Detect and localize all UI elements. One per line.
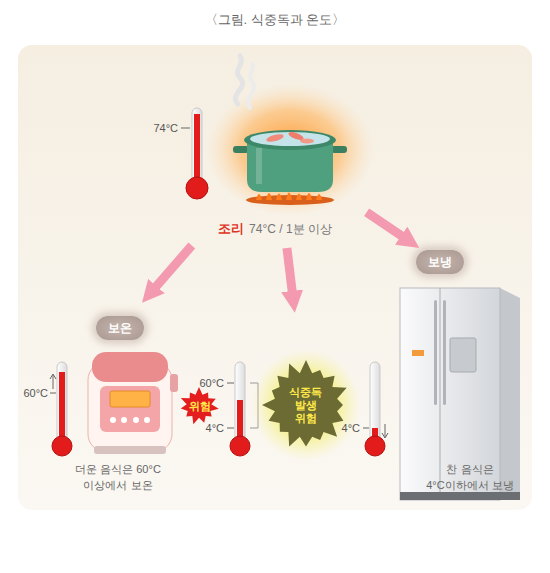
- warning-text: 식중독 발생 위험: [285, 386, 327, 425]
- cooking-step: 조리 74°C / 1분 이상: [190, 62, 360, 238]
- thermometer-fill: [59, 372, 65, 442]
- step-heading: 조리: [218, 222, 244, 235]
- burst-outline: [262, 360, 347, 447]
- flame: [306, 193, 312, 200]
- food-piece: [300, 139, 314, 144]
- temperature-label: 60°C: [16, 386, 48, 400]
- node-texts: 조리 74°C / 1분 이상: [190, 222, 360, 236]
- pot-handle: [233, 146, 249, 153]
- flame: [266, 193, 272, 200]
- tick-mark: [181, 128, 190, 129]
- storage-note: 찬 음식은 4°C이하에서 보냉: [420, 461, 520, 493]
- flame: [316, 194, 322, 200]
- node-texts: 식중독 발생 위험: [262, 360, 350, 450]
- thermometer-tube: [57, 362, 67, 442]
- tick-mark: [363, 428, 369, 429]
- temperature-label: 4°C: [192, 421, 224, 435]
- thermometer: [50, 362, 72, 456]
- temperature-label: 60°C: [192, 376, 224, 390]
- fridge-side: [500, 288, 520, 500]
- pot-highlight: [256, 148, 262, 184]
- cooker-display: [110, 391, 150, 407]
- cooker-button: [144, 417, 150, 423]
- thermometer-tube: [192, 108, 202, 184]
- up-arrow: [50, 374, 56, 389]
- refrigerator: [400, 288, 520, 500]
- cooker-button: [110, 417, 116, 423]
- keep-warm-badge: 보온: [96, 316, 144, 340]
- steam: [235, 56, 242, 104]
- pot-rim: [244, 130, 336, 150]
- cooker-handle: [170, 374, 178, 392]
- badge-label: 보온: [108, 322, 132, 335]
- door-handle: [434, 300, 437, 405]
- thermometer-bulb: [52, 436, 72, 456]
- flow-arrow: [152, 246, 192, 292]
- node-texts: 보온: [96, 316, 144, 340]
- badge-label: 보냉: [428, 256, 452, 269]
- thermometer-fill: [194, 114, 200, 184]
- thermometer: [363, 362, 388, 456]
- flow-arrow: [287, 248, 293, 298]
- storage-note: 더운 음식은 60°C 이상에서 보온: [58, 461, 178, 493]
- cooker-base: [94, 446, 166, 454]
- fridge-base: [400, 492, 520, 500]
- flame: [296, 194, 302, 201]
- temperature-label: 74°C: [140, 121, 178, 135]
- tick-mark: [227, 383, 234, 384]
- thermometer-bulb: [230, 436, 250, 456]
- cooking-pot: [206, 56, 374, 216]
- danger-zone-burst: 식중독 발생 위험: [262, 360, 350, 450]
- down-arrow: [382, 424, 388, 438]
- cooker-panel: [100, 386, 160, 432]
- burst-outline: [181, 387, 219, 424]
- rice-cooker: [88, 352, 178, 454]
- flame: [286, 193, 292, 201]
- flames: [256, 193, 322, 201]
- pot-handle: [331, 146, 347, 153]
- thermometer-bulb: [186, 177, 208, 199]
- step-detail: 74°C / 1분 이상: [249, 223, 332, 236]
- steam: [248, 64, 254, 108]
- door-gap: [440, 288, 441, 492]
- thermometer-tube: [235, 362, 245, 442]
- water-dispenser: [450, 338, 476, 372]
- heat-glow: [206, 84, 374, 216]
- temperature-label: 4°C: [328, 421, 360, 435]
- burst-glow: [251, 349, 360, 461]
- cold-keep-badge: 보냉: [416, 250, 464, 274]
- flame: [276, 194, 282, 201]
- door-handle: [443, 300, 446, 405]
- flame: [256, 194, 262, 200]
- fridge-display: [412, 350, 424, 356]
- flow-arrow: [367, 212, 407, 239]
- tick-mark: [227, 428, 234, 429]
- diagram-title: 〈그림. 식중독과 온도〉: [0, 11, 550, 29]
- cooker-button: [133, 417, 139, 423]
- warning-text: 위험: [189, 400, 208, 413]
- tick-mark: [50, 393, 56, 394]
- node-texts: 위험: [179, 387, 219, 425]
- food-piece: [266, 133, 285, 143]
- background-panel: [18, 45, 532, 510]
- node-texts: 보냉: [416, 250, 464, 274]
- thermometer: [181, 108, 208, 199]
- cooker-button: [121, 417, 127, 423]
- danger-burst: 위험: [179, 387, 219, 425]
- thermometer-bulb: [365, 436, 385, 456]
- thermometer-tube: [370, 362, 380, 442]
- cooker-lid: [92, 352, 168, 382]
